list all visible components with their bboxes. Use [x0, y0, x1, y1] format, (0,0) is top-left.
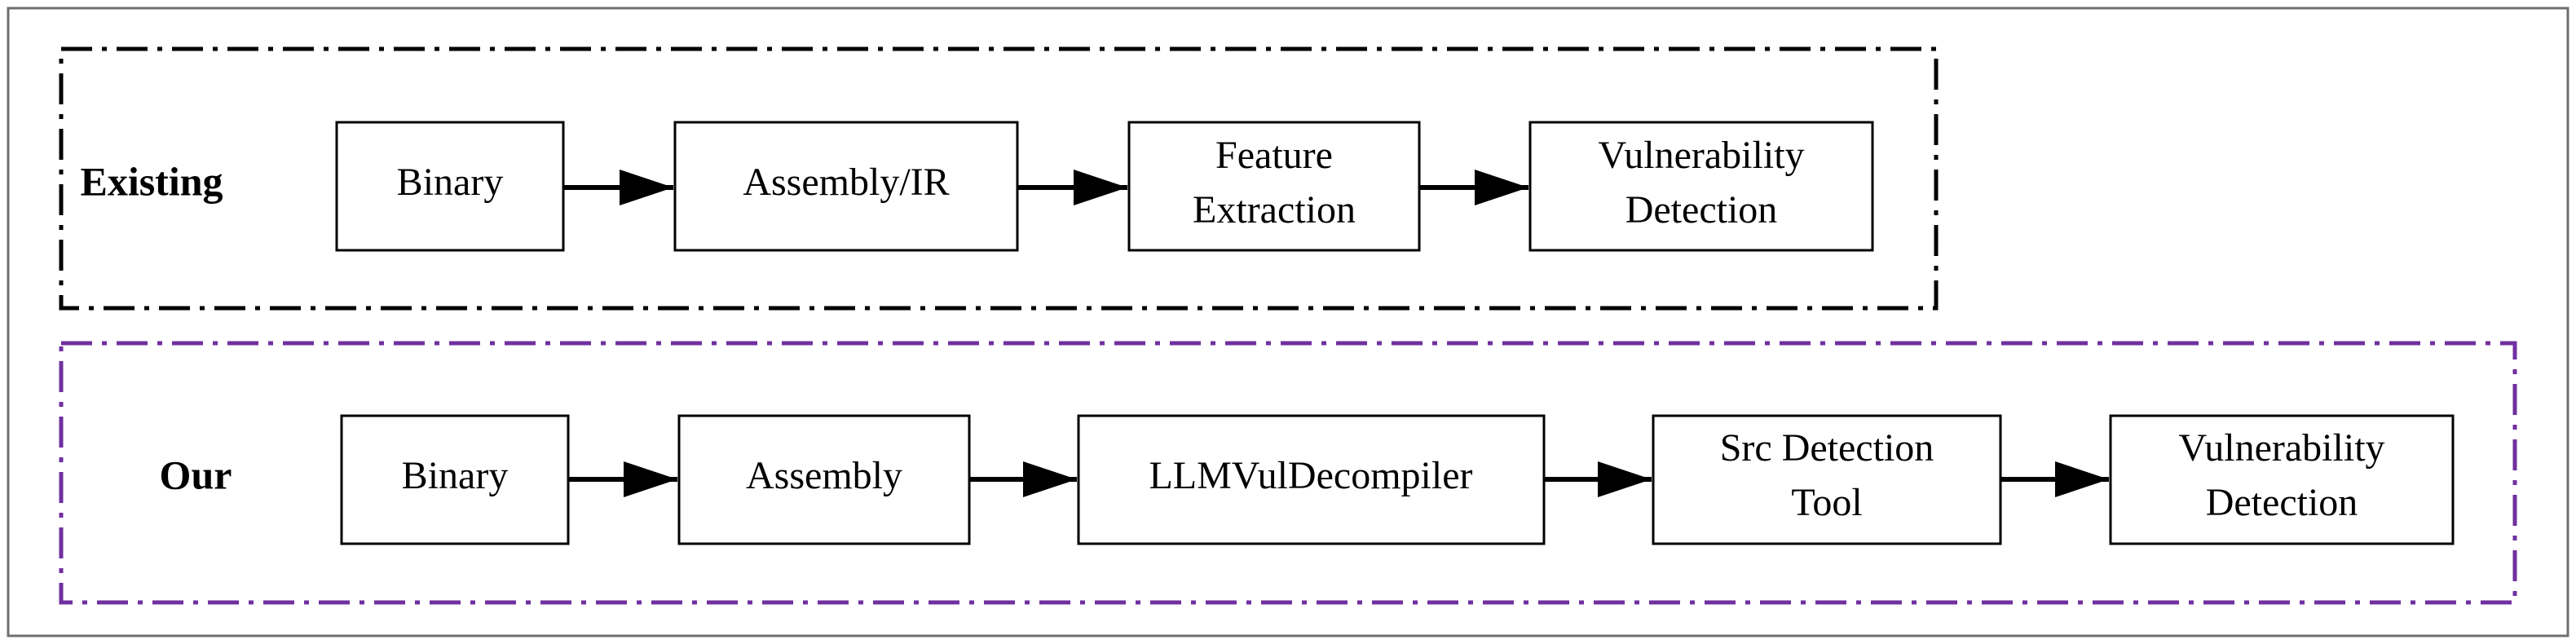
- step-label: Binary: [397, 161, 504, 204]
- our-step-binary: Binary: [340, 414, 570, 545]
- step-label: Assembly: [746, 454, 902, 497]
- our-step-vulnerability-detection: Vulnerability Detection: [2109, 414, 2455, 545]
- row-label-our: Our: [160, 452, 232, 497]
- row-label-existing: Existing: [80, 158, 223, 204]
- step-label-line-1: Vulnerability: [1598, 134, 1804, 177]
- existing-step-assembly-ir: Assembly/IR: [673, 121, 1019, 252]
- step-label: LLMVulDecompiler: [1149, 454, 1472, 497]
- step-label: Binary: [402, 454, 509, 497]
- our-step-src-detection-tool: Src Detection Tool: [1652, 414, 2002, 545]
- existing-step-binary: Binary: [335, 121, 565, 252]
- step-label-line-2: Extraction: [1193, 188, 1356, 232]
- existing-step-feature-extraction: Feature Extraction: [1127, 121, 1421, 252]
- step-label-line-1: Vulnerability: [2178, 426, 2384, 470]
- step-label-line-2: Detection: [1625, 188, 1778, 232]
- step-label-line-2: Detection: [2206, 481, 2358, 524]
- outer-frame: [7, 7, 2569, 637]
- our-step-assembly: Assembly: [677, 414, 971, 545]
- our-group-border: [59, 341, 2517, 605]
- step-label: Assembly/IR: [743, 161, 949, 204]
- step-label-line-1: Src Detection: [1720, 426, 1934, 470]
- our-step-llmvuldecompiler: LLMVulDecompiler: [1077, 414, 1546, 545]
- existing-group-border: [59, 46, 1939, 311]
- step-label-line-1: Feature: [1215, 134, 1333, 177]
- existing-step-vulnerability-detection: Vulnerability Detection: [1528, 121, 1874, 252]
- step-label-line-2: Tool: [1791, 481, 1862, 524]
